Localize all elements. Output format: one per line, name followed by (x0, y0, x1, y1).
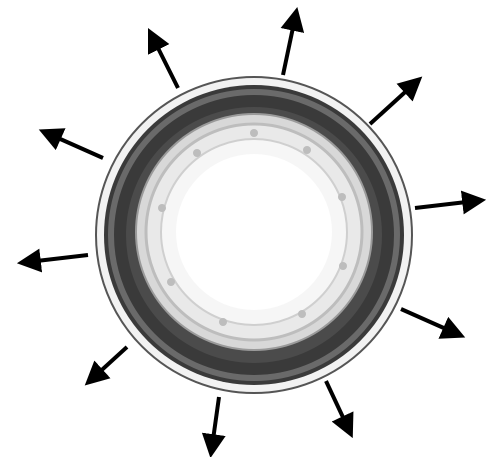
arrow-left-upper (49, 134, 103, 158)
arrow-bottom-left-lower (93, 347, 127, 378)
arrow-right-lower (401, 309, 455, 333)
arrow-right-upper (370, 84, 414, 124)
arrow-top-left (153, 38, 178, 88)
arrow-left (28, 255, 88, 262)
arrow-right (415, 201, 475, 208)
arrow-bottom-right (326, 381, 348, 428)
tire (96, 77, 412, 393)
arrow-bottom-left (212, 397, 219, 447)
hub-face (176, 154, 332, 310)
arrow-top-right (283, 18, 295, 75)
